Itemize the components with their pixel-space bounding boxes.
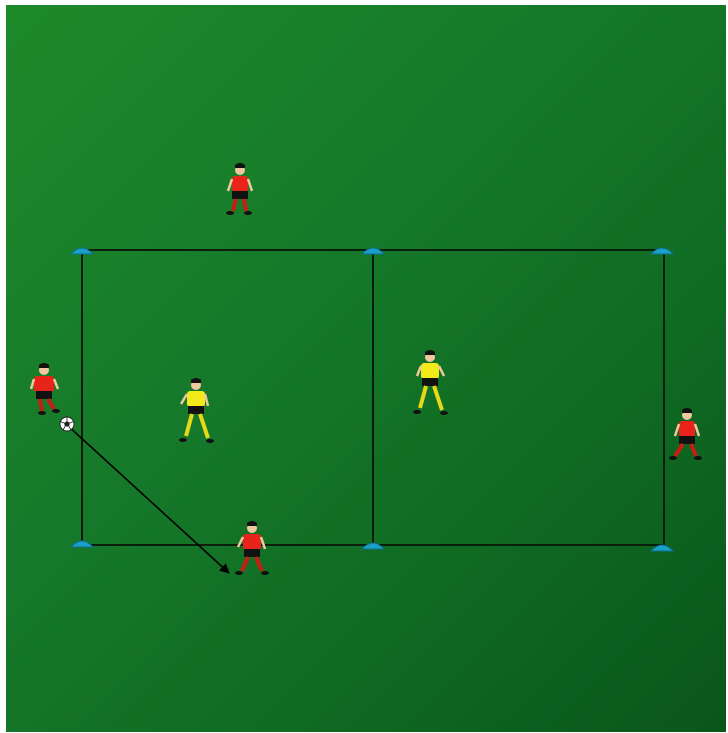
cone-icon xyxy=(71,541,93,547)
red-player-icon xyxy=(669,408,702,460)
soccer-ball-icon xyxy=(60,417,74,431)
grid-lines xyxy=(82,250,664,545)
cone-icon xyxy=(362,543,384,549)
cone-icon xyxy=(71,248,93,254)
red-player-icon xyxy=(226,163,252,215)
yellow-player-icon xyxy=(179,378,214,443)
red-player-icon xyxy=(235,521,269,575)
pass-arrow-icon xyxy=(67,425,229,573)
yellow-player-icon xyxy=(413,350,448,415)
cone-icon xyxy=(362,248,384,254)
red-player-icon xyxy=(31,363,60,415)
cone-icon xyxy=(651,248,673,254)
